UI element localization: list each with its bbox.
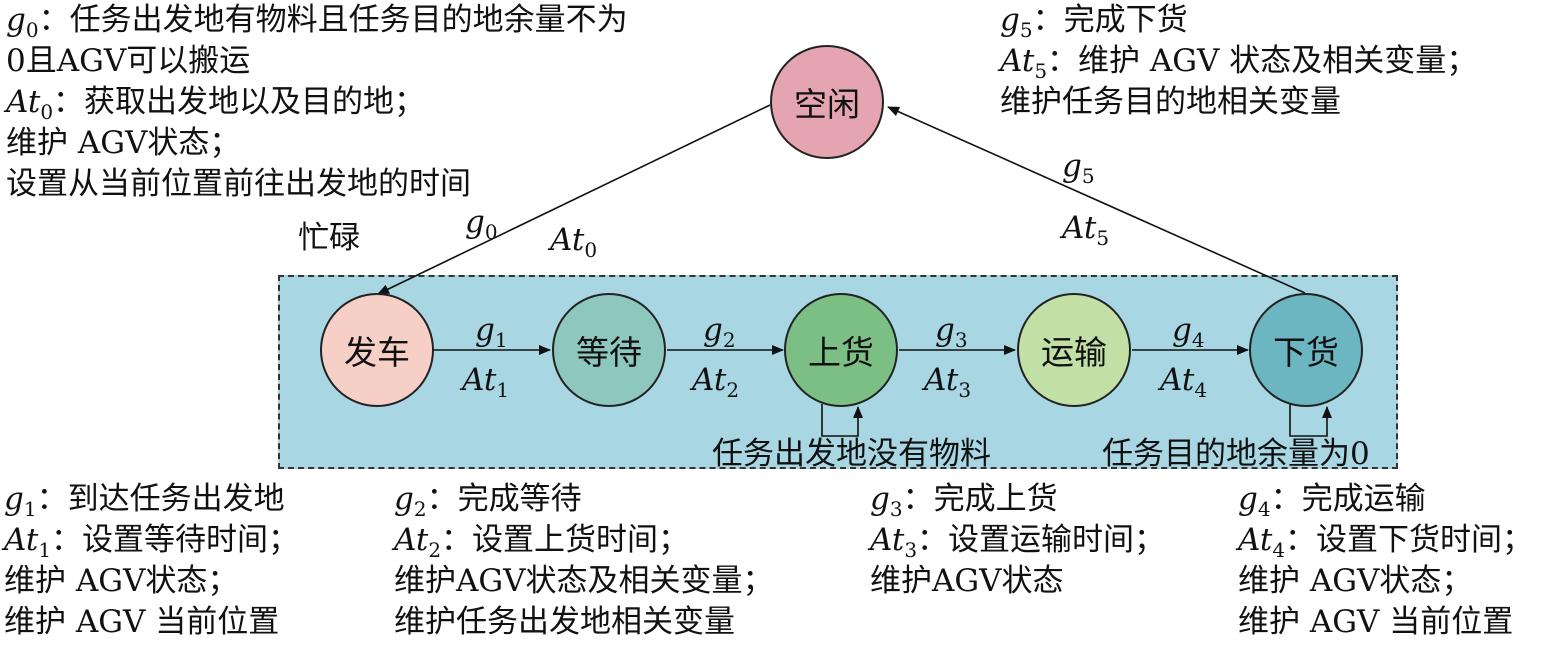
note-g4-line3: 维护 AGV状态； bbox=[1238, 563, 1473, 599]
edge-label-g0: g0 bbox=[465, 204, 498, 244]
note-g1-line3: 维护 AGV状态； bbox=[4, 563, 239, 599]
note-g4-line4: 维护 AGV 当前位置 bbox=[1238, 604, 1514, 640]
note-g0-line3: At0：获取出发地以及目的地； bbox=[6, 84, 426, 124]
edge-label-at5: At5 bbox=[1062, 210, 1110, 250]
busy-state-label: 忙碌 bbox=[298, 220, 360, 256]
note-g0-line4: 维护 AGV状态； bbox=[6, 125, 241, 161]
edge-label-at2: At2 bbox=[692, 362, 740, 402]
note-g2-line1: g2：完成等待 bbox=[394, 481, 582, 521]
edge-label-g5: g5 bbox=[1062, 148, 1095, 188]
state-idle: 空闲 bbox=[770, 45, 884, 159]
edge-label-g2: g2 bbox=[703, 312, 736, 352]
note-g0-line5: 设置从当前位置前往出发地的时间 bbox=[6, 166, 471, 202]
loop-arrow-unload bbox=[1289, 404, 1332, 437]
edge-label-at0: At0 bbox=[550, 222, 598, 262]
edge-label-g4: g4 bbox=[1172, 312, 1205, 352]
note-g2-line3: 维护AGV状态及相关变量； bbox=[394, 563, 774, 599]
note-g0-line1: g0：任务出发地有物料且任务目的地余量不为 bbox=[6, 2, 628, 42]
note-g3-line1: g3：完成上货 bbox=[870, 481, 1058, 521]
note-g1-line1: g1：到达任务出发地 bbox=[4, 481, 285, 521]
state-load: 上货 bbox=[784, 293, 898, 407]
arrow-idle-to-depart bbox=[377, 104, 771, 295]
arrow-unload-to-idle bbox=[887, 106, 1306, 294]
loop-label-unload: 任务目的地余量为0 bbox=[1102, 436, 1370, 472]
edge-label-at3: At3 bbox=[924, 362, 972, 402]
loop-arrow-load bbox=[821, 404, 863, 437]
edge-label-at4: At4 bbox=[1160, 362, 1208, 402]
note-g2-line2: At2：设置上货时间； bbox=[394, 522, 690, 562]
note-g1-line4: 维护 AGV 当前位置 bbox=[4, 604, 280, 640]
note-g0-line2: 0且AGV可以搬运 bbox=[6, 43, 251, 79]
state-transport: 运输 bbox=[1017, 293, 1131, 407]
state-unload: 下货 bbox=[1249, 293, 1363, 407]
note-g4-line2: At4：设置下货时间； bbox=[1238, 522, 1534, 562]
note-g3-line2: At3：设置运输时间； bbox=[870, 522, 1166, 562]
note-g5-line3: 维护任务目的地相关变量 bbox=[1000, 84, 1341, 120]
note-g1-line2: At1：设置等待时间； bbox=[4, 522, 300, 562]
state-depart: 发车 bbox=[320, 293, 434, 407]
state-wait: 等待 bbox=[552, 293, 666, 407]
loop-label-load: 任务出发地没有物料 bbox=[712, 436, 991, 472]
note-g5-line2: At5：维护 AGV 状态及相关变量； bbox=[1000, 43, 1478, 83]
note-g3-line3: 维护AGV状态 bbox=[870, 563, 1064, 599]
edge-label-g1: g1 bbox=[475, 312, 508, 352]
note-g5-line1: g5：完成下货 bbox=[1000, 2, 1188, 42]
note-g4-line1: g4：完成运输 bbox=[1238, 481, 1426, 521]
note-g2-line4: 维护任务出发地相关变量 bbox=[394, 604, 735, 640]
edge-label-g3: g3 bbox=[935, 312, 968, 352]
edge-label-at1: At1 bbox=[462, 362, 510, 402]
